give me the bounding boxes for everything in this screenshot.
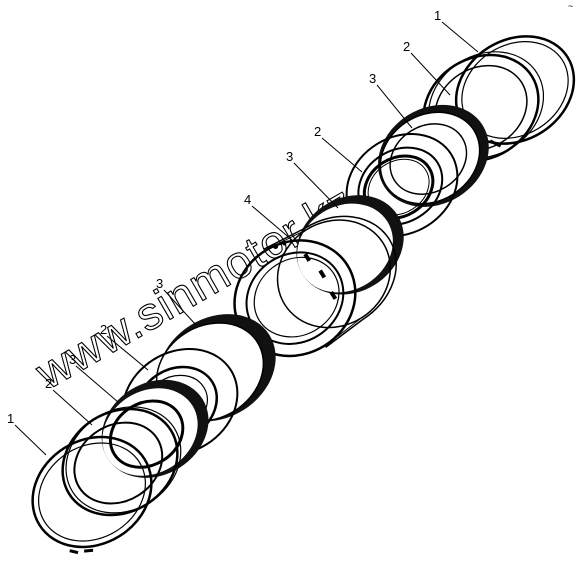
callout-snap-ring-top: 1 — [434, 8, 441, 23]
callout-bearing-cage-upper: 3 — [286, 149, 293, 164]
callout-bearing-ring-lower: 3 — [156, 276, 163, 291]
callout-bearing-housing: 4 — [244, 192, 251, 207]
callout-retaining-ring-upper-mid: 2 — [314, 124, 321, 139]
corner-mark: ~ — [568, 1, 573, 11]
callout-bearing-ring-upper: 3 — [369, 71, 376, 86]
callout-retaining-ring-bottom: 2 — [45, 376, 52, 391]
callout-snap-ring-bottom: 1 — [7, 411, 14, 426]
snap-ring-bottom — [31, 435, 153, 555]
callout-retaining-ring-top: 2 — [403, 39, 410, 54]
callout-retaining-ring-lower-mid: 2 — [100, 322, 107, 337]
callout-bearing-cage-lower: 3 — [69, 352, 76, 367]
leader-lines — [14, 21, 479, 456]
